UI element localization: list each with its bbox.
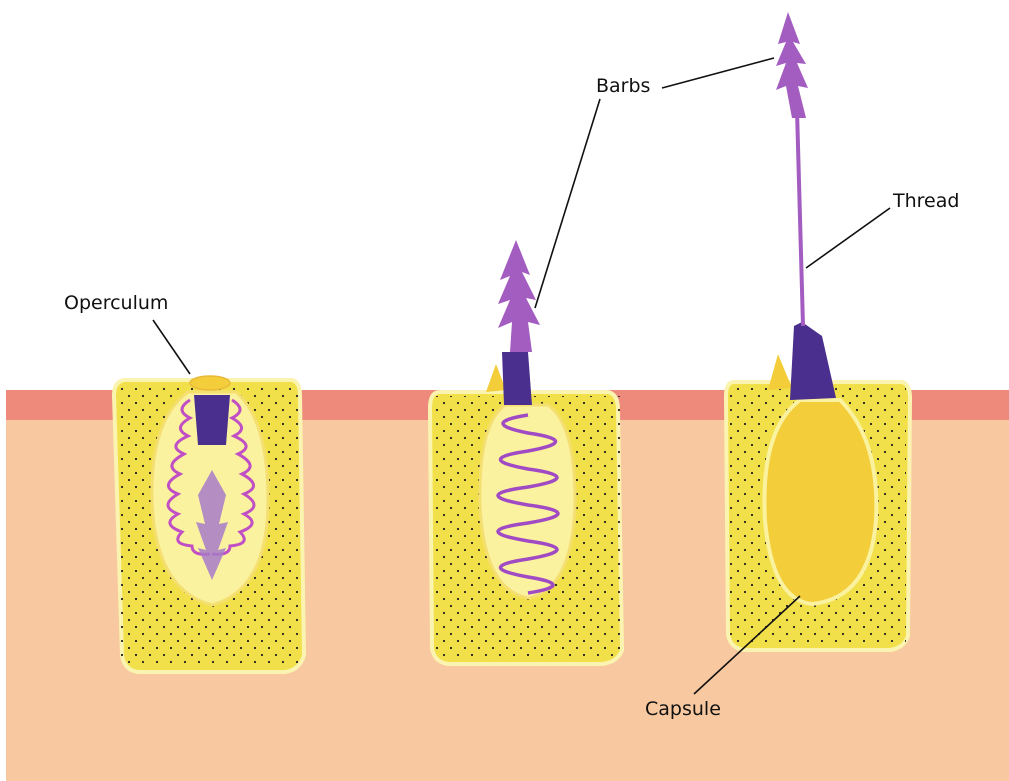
operculum	[190, 376, 230, 390]
operculum-flap	[768, 354, 792, 390]
barbs	[776, 12, 808, 118]
empty-capsule	[764, 400, 876, 604]
everted-tube	[790, 322, 836, 400]
barbs-leader-2	[662, 58, 774, 88]
operculum-plug	[194, 395, 230, 445]
label-capsule: Capsule	[645, 698, 721, 720]
thread	[797, 110, 803, 326]
label-thread: Thread	[892, 190, 959, 212]
barbs-leader-1	[535, 99, 600, 308]
operculum-leader	[153, 320, 190, 374]
cell-discharged	[726, 12, 910, 650]
label-barbs: Barbs	[596, 75, 650, 97]
thread-leader	[806, 208, 890, 268]
cell-discharging	[430, 240, 622, 664]
label-operculum: Operculum	[64, 292, 168, 314]
everting-tube	[502, 352, 532, 405]
cell-undischarged	[114, 376, 304, 672]
barbs	[498, 240, 540, 352]
